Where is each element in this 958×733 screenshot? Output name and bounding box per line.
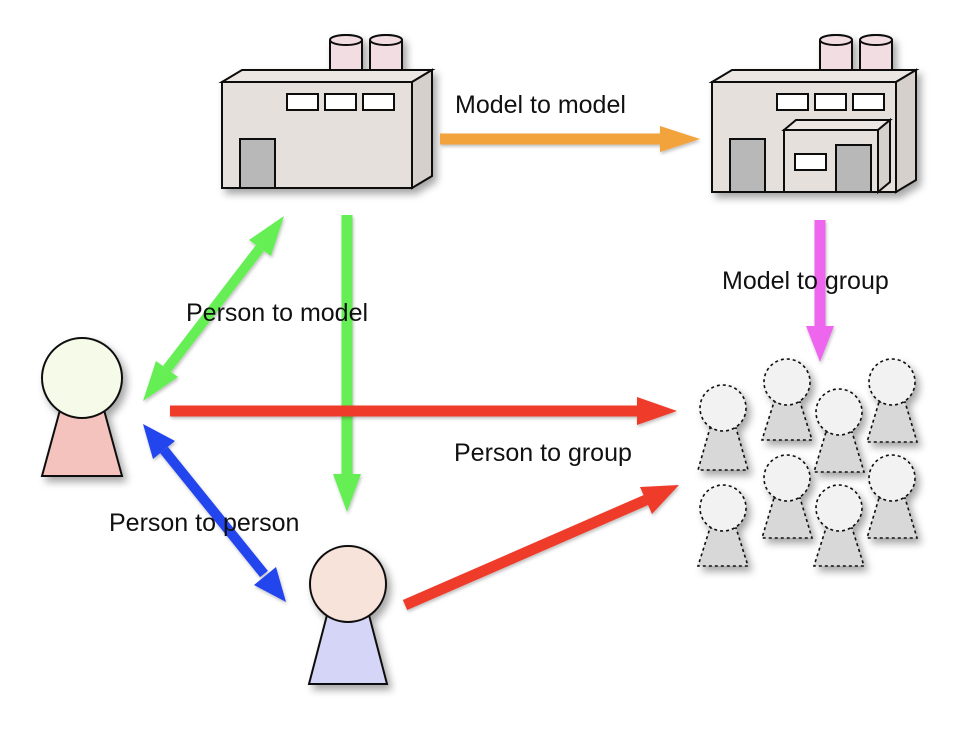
group-of-people-icon xyxy=(696,358,919,567)
person-left-icon xyxy=(40,337,124,477)
label-person-to-model: Person to model xyxy=(186,299,368,327)
group-person-6 xyxy=(865,454,919,539)
label-model-to-model: Model to model xyxy=(455,91,626,119)
group-person-7 xyxy=(696,484,750,567)
factory-left-icon xyxy=(218,34,436,190)
arrow-person-to-group-diagonal xyxy=(402,485,679,611)
group-person-2 xyxy=(865,358,919,443)
arrow-person-to-model xyxy=(143,216,284,401)
arrow-model-to-person xyxy=(333,215,361,512)
arrow-model-to-model xyxy=(440,126,700,152)
factory-right-icon xyxy=(708,34,920,195)
group-person-4 xyxy=(812,388,866,473)
label-person-to-person: Person to person xyxy=(109,509,299,537)
arrow-person-to-group xyxy=(170,397,677,425)
label-person-to-group: Person to group xyxy=(454,439,632,467)
arrow-person-to-person xyxy=(143,424,286,602)
group-person-5 xyxy=(760,454,814,539)
group-person-1 xyxy=(760,358,814,441)
person-bottom-icon xyxy=(307,545,389,685)
label-model-to-group: Model to group xyxy=(722,267,889,295)
arrow-model-to-group xyxy=(806,220,834,362)
group-person-3 xyxy=(696,384,750,471)
group-person-8 xyxy=(812,484,866,567)
